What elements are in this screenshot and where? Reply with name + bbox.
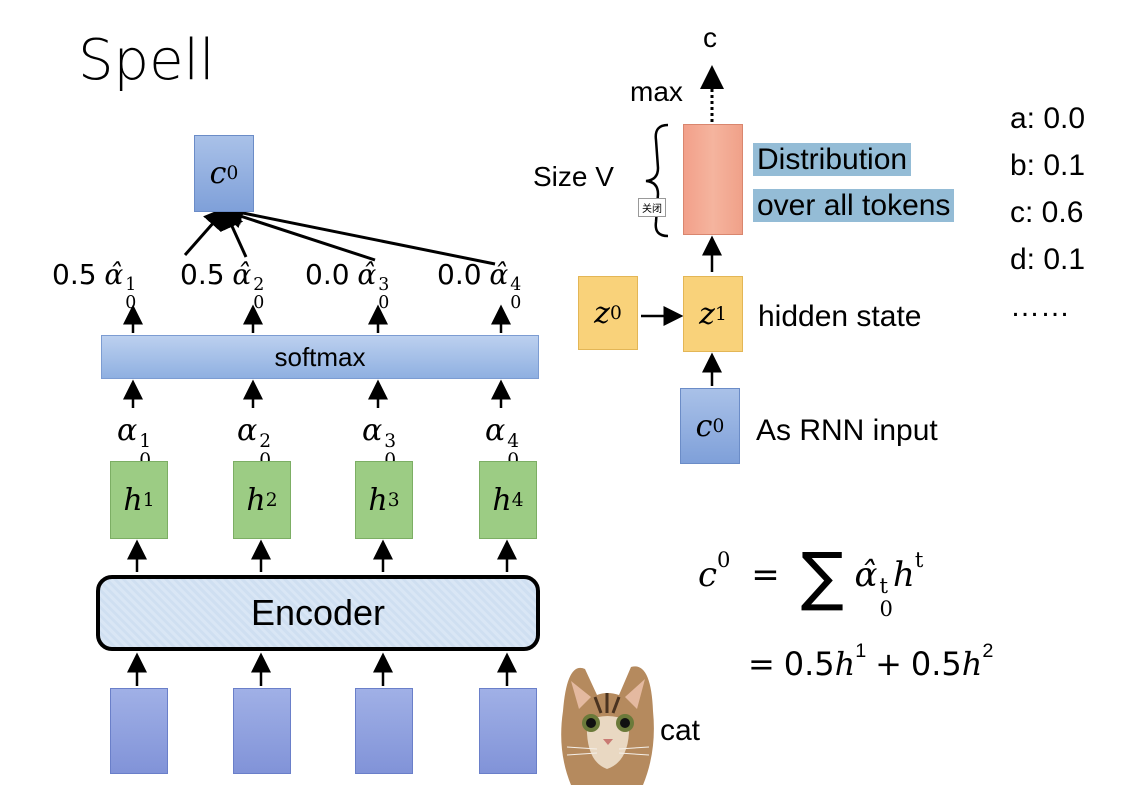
distribution-label: Distribution over all tokens xyxy=(753,137,955,229)
arrow-ahat3-to-c0 xyxy=(219,205,376,262)
distribution-line-2: over all tokens xyxy=(753,189,955,222)
cat-image xyxy=(557,651,658,785)
max-label: max xyxy=(630,76,683,107)
arrow-ahat4-to-c0 xyxy=(219,201,496,266)
attention-score-4: α40 xyxy=(485,413,520,470)
attention-score-2: α20 xyxy=(237,413,272,470)
input-vector-1 xyxy=(110,688,168,774)
token-probabilities: a: 0.0 b: 0.1 c: 0.6 d: 0.1 …… xyxy=(1010,95,1085,330)
encoder-label: Encoder xyxy=(250,592,386,633)
arrow-ahat1-to-c0 xyxy=(183,206,228,256)
arrow-ahat2-to-c0 xyxy=(221,204,248,258)
input-vector-3 xyxy=(355,688,413,774)
prob-a: a: 0.0 xyxy=(1010,102,1086,135)
distribution-box xyxy=(683,124,743,235)
attention-score-3: α30 xyxy=(362,413,397,470)
prob-d: d: 0.1 xyxy=(1010,243,1086,276)
prob-c: c: 0.6 xyxy=(1010,196,1084,229)
attention-score-1: α10 xyxy=(117,413,152,470)
close-tag[interactable]: 关闭 xyxy=(638,198,666,217)
size-brace xyxy=(645,123,669,238)
input-vector-4 xyxy=(479,688,537,774)
prob-b: b: 0.1 xyxy=(1010,149,1086,182)
hidden-state-label: hidden state xyxy=(758,300,922,333)
cat-label: cat xyxy=(660,714,701,747)
context-formula-line-2: = 0.5h1 + 0.5h2 xyxy=(748,640,994,683)
output-token-label: c xyxy=(703,22,717,53)
rnn-input-label: As RNN input xyxy=(756,414,938,447)
encoder-block: Encoder xyxy=(96,575,540,651)
slide-title: Spell xyxy=(78,28,215,93)
softmax-label: softmax xyxy=(274,341,366,372)
input-vector-2 xyxy=(233,688,291,774)
size-v-label: Size V xyxy=(533,161,614,192)
softmax-layer: softmax xyxy=(101,335,539,379)
prob-ellipsis: …… xyxy=(1010,290,1070,323)
distribution-line-1: Distribution xyxy=(753,143,912,176)
